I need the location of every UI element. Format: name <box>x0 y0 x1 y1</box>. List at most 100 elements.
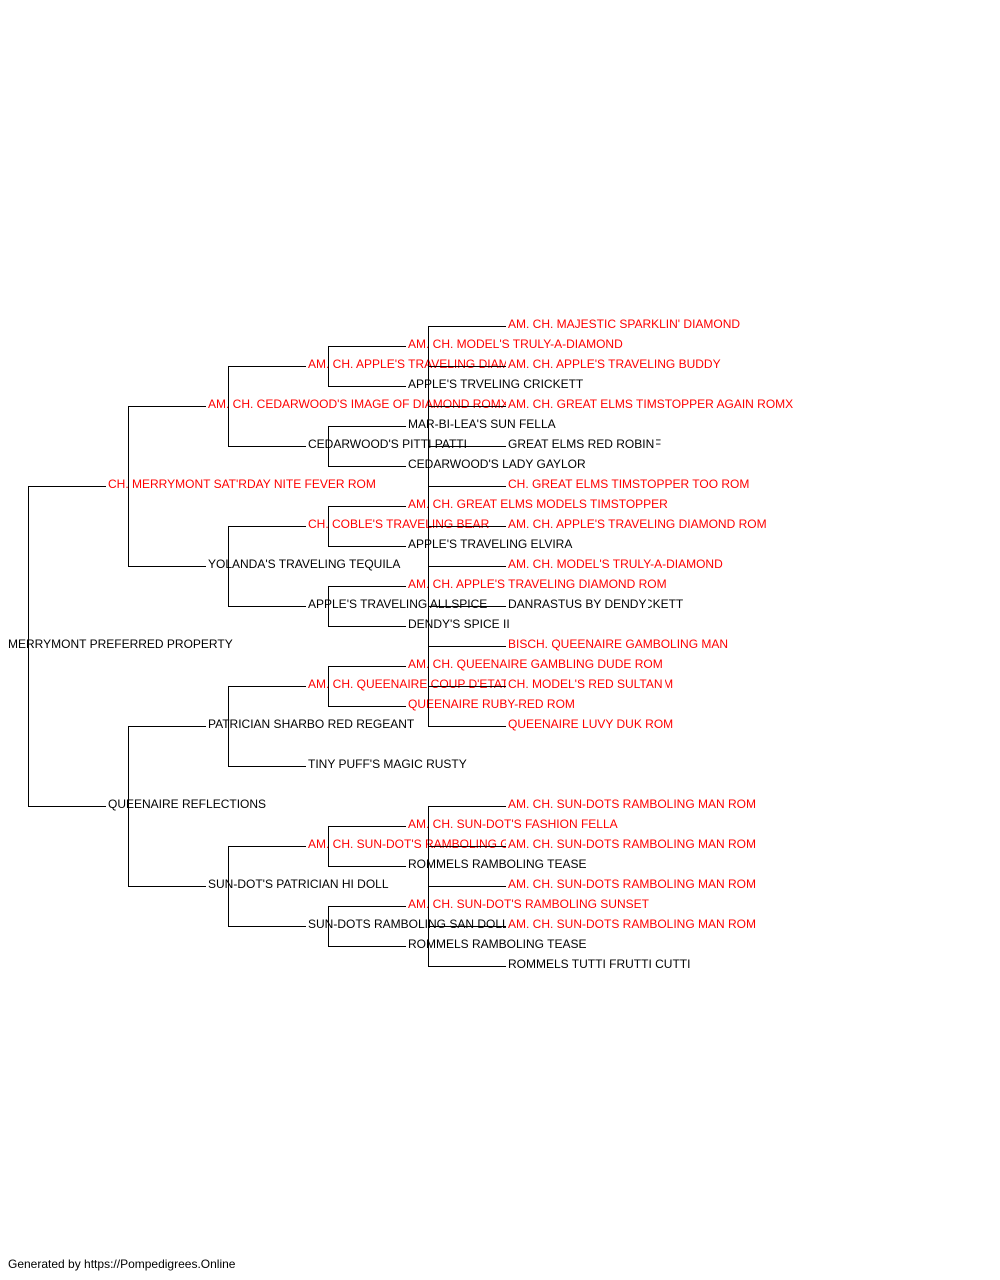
sire-name: AM. CH. CEDARWOOD'S IMAGE OF DIAMOND ROM… <box>206 397 511 411</box>
subject-connector <box>28 486 29 807</box>
dam-branch-line <box>328 626 406 627</box>
sire-branch-line <box>428 926 506 927</box>
dam-connector <box>428 526 429 567</box>
sire-connector <box>328 506 329 547</box>
sire-name: AM. CH. MODEL'S TRULY-A-DIAMOND <box>406 337 625 351</box>
sire-name: AM. CH. MODEL'S TRULY-A-DIAMOND <box>506 557 725 571</box>
sire-name: CH. GREAT ELMS TIMSTOPPER TOO ROM <box>506 477 752 491</box>
sire-branch-line <box>328 666 406 667</box>
sire-name: AM. CH. SUN-DOT'S RAMBOLING GAMBLOR <box>306 837 563 851</box>
sire-branch-line <box>428 606 506 607</box>
dam-name: CEDARWOOD'S LADY GAYLOR <box>406 457 588 471</box>
sire-connector <box>428 646 429 687</box>
dam-branch-line <box>328 706 406 707</box>
sire-branch-line <box>428 446 506 447</box>
sire-branch-line <box>28 486 106 487</box>
dam-connector <box>428 366 429 407</box>
dam-branch-line <box>228 926 306 927</box>
dam-branch-line <box>128 886 206 887</box>
dam-name: QUEENAIRE REFLECTIONS <box>106 797 269 811</box>
dam-name: APPLE'S TRAVELING ELVIRA <box>406 537 575 551</box>
sire-connector <box>428 566 429 607</box>
sire-branch-line <box>428 366 506 367</box>
dam-branch-line <box>328 866 406 867</box>
dam-branch-line <box>328 466 406 467</box>
sire-branch-line <box>428 846 506 847</box>
sire-branch-line <box>428 406 506 407</box>
sire-name: AM. CH. QUEENAIRE GAMBLING DUDE ROM <box>406 657 665 671</box>
sire-branch-line <box>428 486 506 487</box>
dam-connector <box>228 846 229 927</box>
sire-name: AM. CH. SUN-DOTS RAMBOLING MAN ROM <box>506 837 759 851</box>
footer-credit: Generated by https://Pompedigrees.Online <box>8 1257 236 1271</box>
sire-branch-line <box>428 326 506 327</box>
sire-branch-line <box>428 526 506 527</box>
sire-name: AM. CH. APPLE'S TRAVELING DIAMOND ROM <box>506 517 769 531</box>
sire-branch-line <box>328 426 406 427</box>
sire-name: DANRASTUS BY DENDY <box>506 597 649 611</box>
sire-branch-line <box>428 886 506 887</box>
dam-name: DENDY'S SPICE II <box>406 617 512 631</box>
sire-connector <box>328 666 329 707</box>
sire-name: AM. CH. APPLE'S TRAVELING DIAMOND ROM <box>406 577 669 591</box>
sire-branch-line <box>428 806 506 807</box>
dam-branch-line <box>328 386 406 387</box>
sire-branch-line <box>428 646 506 647</box>
sire-connector <box>228 366 229 447</box>
dam-name: QUEENAIRE RUBY-RED ROM <box>406 697 577 711</box>
sire-branch-line <box>428 566 506 567</box>
sire-name: AM. CH. GREAT ELMS MODELS TIMSTOPPER <box>406 497 670 511</box>
sire-connector <box>328 346 329 387</box>
dam-branch-line <box>328 946 406 947</box>
sire-branch-line <box>228 846 306 847</box>
dam-branch-line <box>428 726 506 727</box>
dam-branch-line <box>128 566 206 567</box>
sire-branch-line <box>428 686 506 687</box>
dam-name: ROMMELS TUTTI FRUTTI CUTTI <box>506 957 693 971</box>
sire-connector <box>328 826 329 867</box>
dam-name: APPLE'S TRAVELING ALLSPICE <box>306 597 490 611</box>
sire-name: CH. MODEL'S RED SULTAN <box>506 677 665 691</box>
sire-name: AM. CH. APPLE'S TRAVELING BUDDY <box>506 357 723 371</box>
sire-connector <box>428 806 429 847</box>
dam-branch-line <box>228 446 306 447</box>
sire-name: BISCH. QUEENAIRE GAMBOLING MAN <box>506 637 731 651</box>
dam-connector <box>428 446 429 487</box>
sire-branch-line <box>328 906 406 907</box>
dam-name: CEDARWOOD'S PITTI PATTI <box>306 437 469 451</box>
sire-name: AM. CH. SUN-DOT'S RAMBOLING SUNSET <box>406 897 651 911</box>
dam-connector <box>328 906 329 947</box>
dam-branch-line <box>228 766 306 767</box>
sire-name: AM. CH. QUEENAIRE COUP D'ETAT <box>306 677 511 691</box>
sire-branch-line <box>328 586 406 587</box>
dam-name: ROMMELS RAMBOLING TEASE <box>406 937 589 951</box>
dam-name: YOLANDA'S TRAVELING TEQUILA <box>206 557 403 571</box>
sire-connector <box>428 486 429 527</box>
sire-connector <box>428 886 429 927</box>
sire-name: AM. CH. GREAT ELMS TIMSTOPPER AGAIN ROMX <box>506 397 796 411</box>
dam-branch-line <box>28 806 106 807</box>
sire-branch-line <box>228 686 306 687</box>
sire-name: PATRICIAN SHARBO RED REGEANT <box>206 717 417 731</box>
sire-name: AM. CH. SUN-DOTS RAMBOLING MAN ROM <box>506 877 759 891</box>
sire-name: CH. MERRYMONT SAT'RDAY NITE FEVER ROM <box>106 477 378 491</box>
sire-name: AM. CH. SUN-DOT'S FASHION FELLA <box>406 817 620 831</box>
dam-name: SUN-DOTS RAMBOLING SAN DOLL <box>306 917 511 931</box>
sire-branch-line <box>128 406 206 407</box>
sire-name: CH. COBLE'S TRAVELING BEAR <box>306 517 492 531</box>
sire-name: AM. CH. SUN-DOTS RAMBOLING MAN ROM <box>506 917 759 931</box>
sire-connector <box>428 406 429 447</box>
sire-name: AM. CH. APPLE'S TRAVELING DIAMOND ROM <box>306 357 569 371</box>
dam-connector <box>128 726 129 887</box>
sire-connector <box>128 406 129 567</box>
dam-connector <box>428 926 429 967</box>
sire-branch-line <box>228 526 306 527</box>
dam-name: APPLE'S TRVELING CRICKETT <box>406 377 586 391</box>
dam-name: SUN-DOT'S PATRICIAN HI DOLL <box>206 877 391 891</box>
sire-name: MAR-BI-LEA'S SUN FELLA <box>406 417 558 431</box>
sire-branch-line <box>328 826 406 827</box>
dam-connector <box>328 426 329 467</box>
sire-name: AM. CH. MAJESTIC SPARKLIN' DIAMOND <box>506 317 743 331</box>
dam-branch-line <box>328 546 406 547</box>
